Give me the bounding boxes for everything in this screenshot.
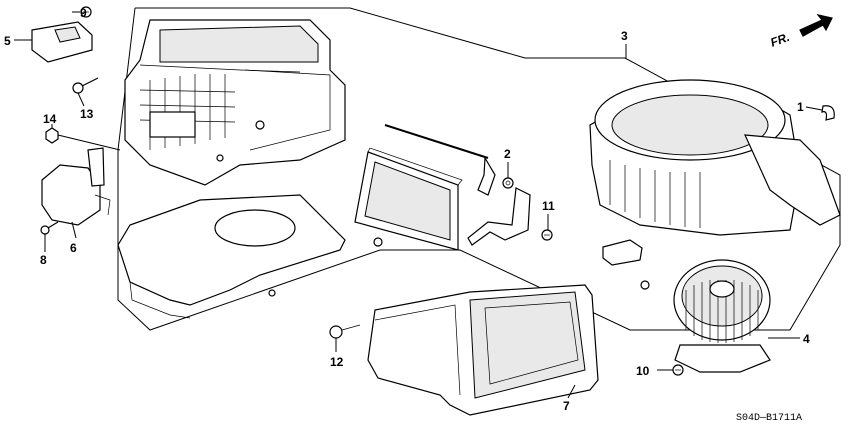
control-rod[interactable] xyxy=(384,124,496,196)
callout-7: 7 xyxy=(563,399,570,413)
linkage-lever[interactable] xyxy=(467,187,531,246)
screw-13[interactable] xyxy=(72,77,99,94)
catalog-code: S04D—B1711A xyxy=(736,413,802,424)
clip-1[interactable] xyxy=(821,105,835,121)
leader-lines xyxy=(14,11,823,399)
callout-4: 4 xyxy=(803,332,810,346)
lower-duct[interactable] xyxy=(367,284,599,416)
screw-connector[interactable] xyxy=(640,280,650,290)
callout-6: 6 xyxy=(70,241,77,255)
screw-filter[interactable] xyxy=(373,237,383,247)
callout-10: 10 xyxy=(636,364,650,378)
actuator-6[interactable] xyxy=(41,147,111,226)
blower-scroll-housing[interactable] xyxy=(589,79,841,236)
callout-14: 14 xyxy=(43,112,57,126)
screw-10[interactable] xyxy=(672,364,684,376)
lower-cover-plate[interactable] xyxy=(117,194,346,319)
callout-3: 3 xyxy=(621,29,628,43)
callout-11: 11 xyxy=(542,199,555,213)
connector[interactable] xyxy=(602,239,643,266)
screw-8[interactable] xyxy=(40,221,59,235)
front-direction-arrow-icon xyxy=(799,14,833,37)
callout-2: 2 xyxy=(504,147,511,161)
blower-motor[interactable] xyxy=(673,259,771,373)
direction-label: FR. xyxy=(769,30,792,50)
callout-8: 8 xyxy=(40,253,47,267)
callout-9: 9 xyxy=(80,6,87,20)
screw-12[interactable] xyxy=(329,324,361,339)
callout-5: 5 xyxy=(4,34,11,48)
blower-upper-case[interactable] xyxy=(124,19,346,186)
callout-12: 12 xyxy=(330,355,344,369)
nut-14[interactable] xyxy=(45,127,59,144)
callout-13: 13 xyxy=(80,107,94,121)
grommet[interactable] xyxy=(502,177,514,189)
callout-1: 1 xyxy=(797,100,804,114)
filter-panel[interactable] xyxy=(354,147,463,251)
screw-9[interactable] xyxy=(80,6,92,18)
screw-11[interactable] xyxy=(541,229,553,241)
module-5[interactable] xyxy=(31,21,93,63)
